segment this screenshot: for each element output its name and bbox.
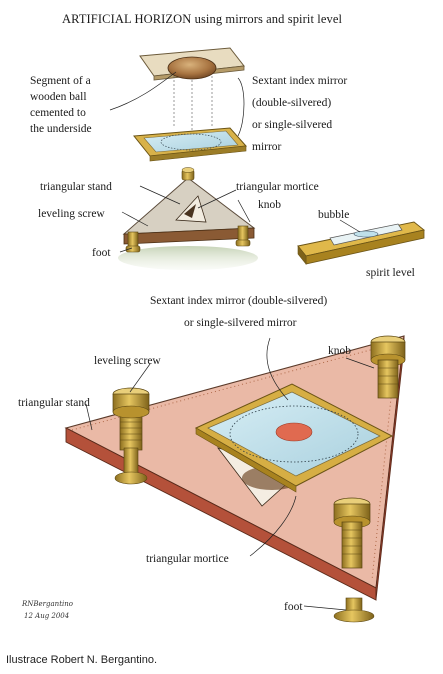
small-stand [118, 167, 258, 270]
large-screw-front [333, 497, 375, 623]
label-triangular-mortice-top: triangular mortice [236, 181, 319, 193]
label-triangular-stand-top: triangular stand [40, 181, 112, 193]
label-leveling-screw-top: leveling screw [38, 208, 105, 220]
label-index-mirror-bottom-2: or single-silvered mirror [184, 317, 297, 329]
mirror-center-spot [275, 422, 313, 442]
top-mirror-plate [139, 47, 245, 81]
label-ball-segment-3: cemented to [30, 107, 86, 119]
label-knob-bottom: knob [328, 345, 351, 357]
bubble-shape [353, 230, 379, 238]
label-foot-top: foot [92, 247, 111, 259]
large-screw-left [112, 387, 150, 485]
artist-signature: RNBergantino [22, 600, 73, 608]
top-index-mirror [133, 127, 248, 162]
large-index-mirror [194, 383, 394, 493]
label-ball-segment-1: Segment of a [30, 75, 91, 87]
diagram-title: ARTIFICIAL HORIZON using mirrors and spi… [62, 12, 343, 26]
small-knob-top [181, 167, 195, 181]
large-screw-right [370, 335, 406, 399]
exploded-guides [173, 76, 213, 134]
label-knob-top: knob [258, 199, 281, 211]
label-index-mirror-top-2: (double-silvered) [252, 97, 332, 109]
label-index-mirror-top-3: or single-silvered [252, 119, 333, 131]
label-spirit-level: spirit level [366, 267, 415, 279]
signature-date: 12 Aug 2004 [24, 612, 70, 620]
small-knob-left [125, 231, 141, 253]
label-index-mirror-top-4: mirror [252, 141, 282, 153]
label-index-mirror-bottom-1: Sextant index mirror (double-silvered) [150, 295, 328, 307]
label-leveling-screw-bottom: leveling screw [94, 355, 161, 367]
label-index-mirror-top-1: Sextant index mirror [252, 75, 348, 87]
label-ball-segment-2: wooden ball [30, 91, 87, 103]
label-foot-bottom: foot [284, 601, 303, 613]
wooden-ball-segment [167, 56, 217, 80]
label-triangular-stand-bottom: triangular stand [18, 397, 90, 409]
label-triangular-mortice-bottom: triangular mortice [146, 553, 229, 565]
leader-lines [85, 71, 375, 611]
image-caption: Ilustrace Robert N. Bergantino. [6, 654, 158, 666]
label-ball-segment-4: the underside [30, 123, 92, 135]
label-bubble: bubble [318, 209, 350, 221]
small-knob-right [235, 225, 251, 247]
spirit-level [297, 221, 426, 265]
